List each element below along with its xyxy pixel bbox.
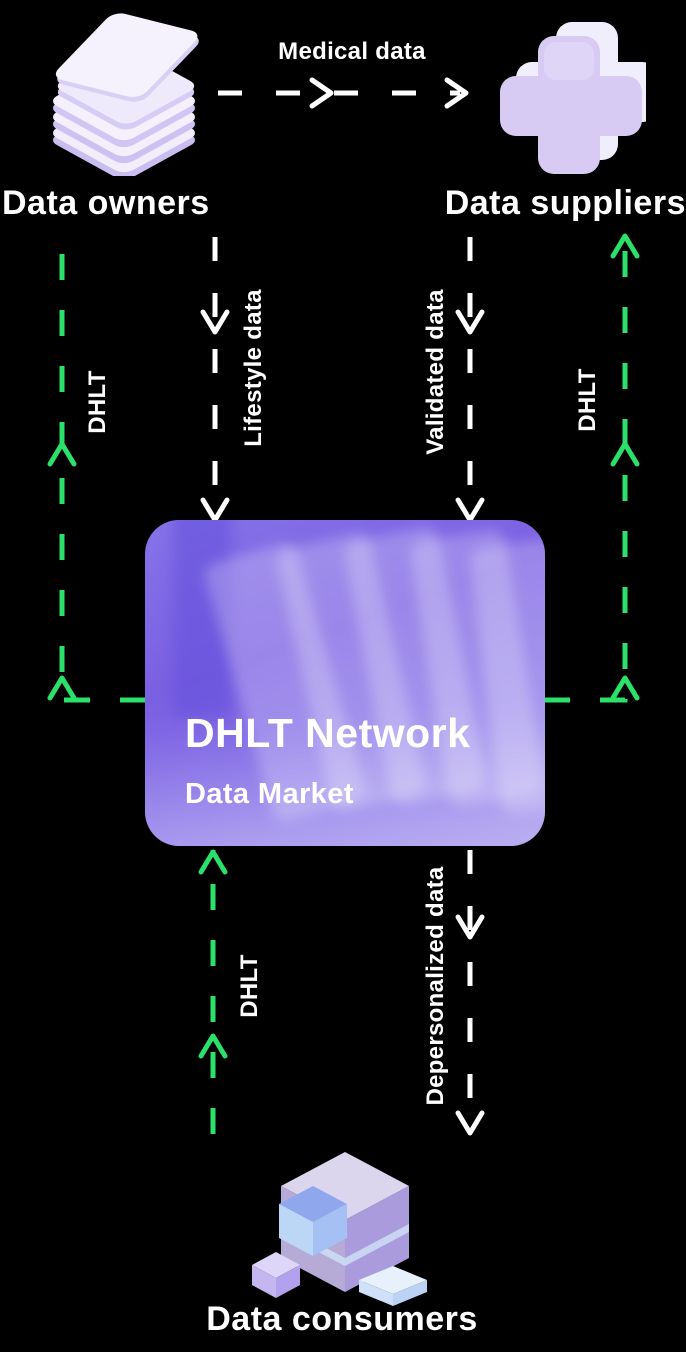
- medical-data-label: Medical data: [278, 38, 426, 65]
- data-suppliers-label: Data suppliers: [444, 184, 686, 222]
- layers-stack-icon: [53, 13, 199, 176]
- dhlt-bottom-label: DHLT: [236, 954, 263, 1018]
- network-box-title: DHLT Network: [185, 710, 471, 756]
- dhlt-right-label: DHLT: [574, 368, 601, 432]
- depersonalized-data-arrow: [455, 850, 485, 1136]
- validated-data-label: Validated data: [422, 289, 449, 455]
- dhlt-left-label: DHLT: [84, 370, 111, 434]
- data-owners-label: Data owners: [2, 184, 210, 222]
- box-art-strip: [173, 520, 231, 718]
- dhlt-network-box: DHLT Network Data Market: [145, 520, 545, 846]
- dhlt-arrow-right: [544, 233, 640, 703]
- cubes-icon: [252, 1152, 427, 1306]
- lifestyle-data-arrow: [200, 237, 230, 523]
- validated-data-arrow: [455, 237, 485, 523]
- dhlt-arrow-bottom: [198, 849, 228, 1134]
- lifestyle-data-label: Lifestyle data: [240, 289, 267, 447]
- dhlt-arrow-left: [47, 236, 146, 703]
- network-box-subtitle: Data Market: [185, 778, 354, 810]
- data-consumers-label: Data consumers: [206, 1300, 478, 1338]
- medical-data-arrow: [218, 77, 469, 109]
- depersonalized-data-label: Depersonalized data: [422, 866, 449, 1106]
- medical-cross-icon: [500, 22, 646, 174]
